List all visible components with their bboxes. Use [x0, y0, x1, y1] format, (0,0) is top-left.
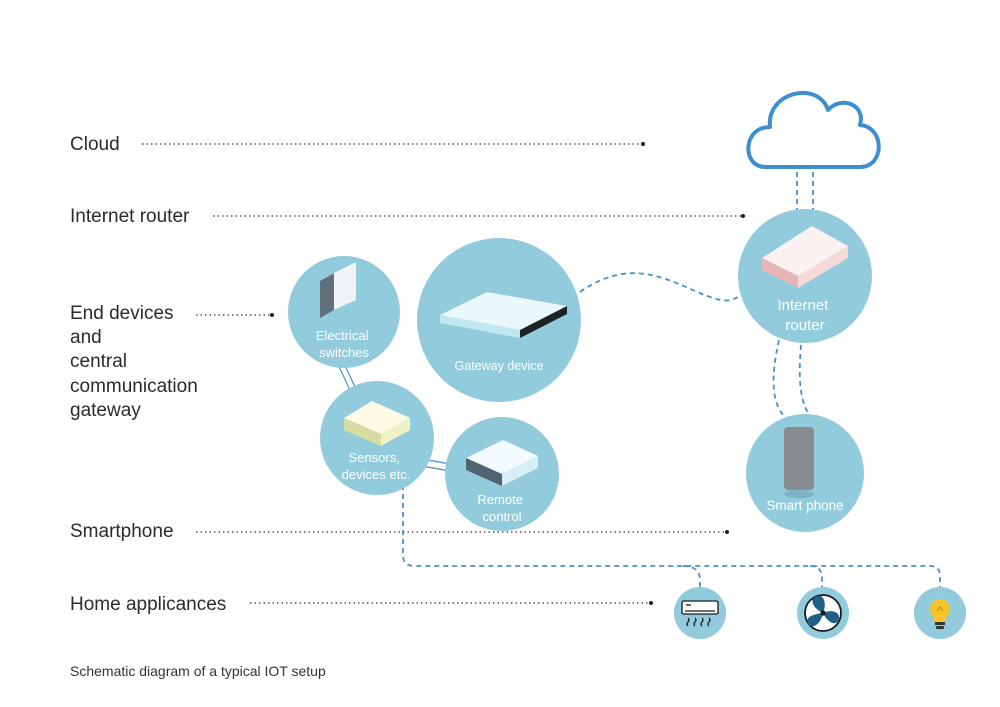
node-smart-phone: Smart phone — [746, 414, 864, 532]
row-label-cloud: Cloud — [70, 134, 120, 155]
node-label-electrical-switches-line-2: switches — [319, 345, 369, 360]
gateway-device-box — [440, 292, 567, 338]
smart-phone-device — [784, 427, 814, 490]
appliance-link-ac — [682, 565, 701, 588]
row-label-end-devices-line-2: and — [70, 327, 102, 348]
node-label-internet-router-line-2: router — [785, 317, 824, 334]
node-label-electrical-switches: Electrical switches — [316, 328, 372, 360]
row-label-home-appliances: Home applicances — [70, 594, 226, 615]
node-electrical-switches: Electrical switches — [288, 256, 400, 368]
router-phone-link-right — [798, 344, 813, 419]
node-label-remote-control-line-2: control — [482, 509, 521, 524]
node-gateway-device: Gateway device — [417, 238, 581, 402]
appliance-light-bulb — [914, 587, 966, 639]
node-label-internet-router: Internet router — [777, 297, 832, 334]
node-internet-router: Internet router — [738, 209, 872, 343]
cloud-icon — [746, 91, 881, 169]
row-label-end-devices-line-4: communication — [70, 376, 198, 397]
row-label-end-devices-line-1: End devices — [70, 303, 174, 324]
appliance-bus — [402, 485, 941, 588]
row-label-end-devices-line-5: gateway — [70, 400, 141, 421]
node-sensors: Sensors, devices etc. — [320, 381, 434, 495]
node-label-smart-phone: Smart phone — [766, 498, 843, 513]
air-conditioner-icon — [681, 600, 719, 627]
node-label-sensors-line-2: devices etc. — [342, 467, 411, 482]
internet-router-box — [762, 226, 848, 288]
node-label-remote-control: Remote control — [477, 492, 526, 524]
appliance-link-fan — [809, 565, 823, 588]
gateway-router-link — [579, 272, 743, 302]
node-label-gateway-device: Gateway device — [455, 359, 544, 373]
remote-control-box — [466, 440, 538, 486]
fan-icon — [804, 594, 842, 632]
leader-lines — [142, 142, 745, 605]
row-label-end-devices-line-3: central — [70, 351, 127, 372]
row-label-end-devices: End devices and central communication ga… — [70, 303, 203, 421]
row-label-smartphone: Smartphone — [70, 521, 174, 542]
node-label-sensors-line-1: Sensors, — [349, 450, 400, 465]
light-bulb-icon — [930, 599, 950, 629]
appliance-air-conditioner — [674, 587, 726, 639]
electrical-switch-device — [320, 262, 356, 318]
sensor-device-box — [344, 401, 410, 446]
diagram-caption: Schematic diagram of a typical IOT setup — [70, 663, 326, 679]
node-remote-control: Remote control — [445, 417, 559, 531]
router-phone-link-left — [772, 339, 787, 419]
node-label-electrical-switches-line-1: Electrical — [316, 328, 369, 343]
node-label-sensors: Sensors, devices etc. — [342, 450, 411, 482]
node-label-remote-control-line-1: Remote — [477, 492, 523, 507]
row-label-internet-router: Internet router — [70, 206, 190, 227]
appliance-fan — [797, 587, 849, 639]
node-label-internet-router-line-1: Internet — [777, 297, 829, 314]
